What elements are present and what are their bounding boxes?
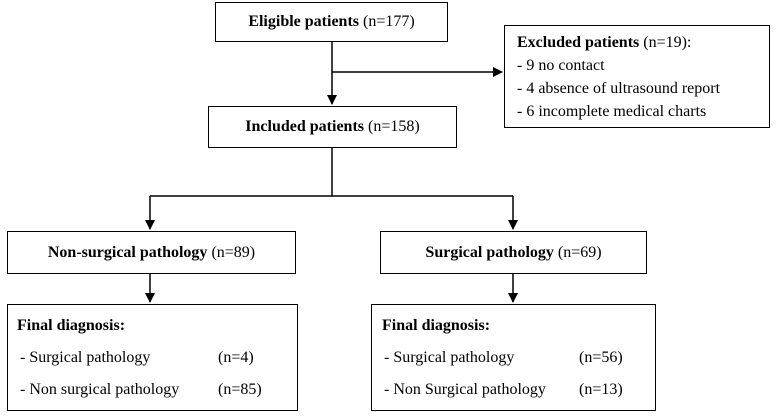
excluded-label: Excluded patients (517, 34, 640, 51)
final-left-row2-count: (n=85) (218, 381, 262, 398)
excluded-count: (n=19): (643, 34, 692, 51)
final-right-row2-count: (n=13) (579, 381, 623, 398)
nonsurgical-pathology-box: Non-surgical pathology (n=89) (7, 231, 296, 274)
surgical-pathology-box: Surgical pathology (n=69) (380, 231, 647, 274)
surgical-count: (n=69) (557, 243, 602, 261)
final-left-row1-count: (n=4) (218, 349, 254, 366)
final-right-row1-label: - Surgical pathology (384, 349, 515, 366)
final-left-title: Final diagnosis: (17, 317, 126, 334)
included-label: Included patients (245, 118, 364, 135)
final-left-row2-label: - Non surgical pathology (20, 381, 180, 398)
final-right-row2-label: - Non Surgical pathology (384, 381, 546, 398)
nonsurgical-count: (n=89) (211, 243, 256, 261)
eligible-count: (n=177) (363, 13, 415, 30)
excluded-patients-box: Excluded patients (n=19): - 9 no contact… (504, 25, 770, 128)
final-left-row1-label: - Surgical pathology (20, 349, 151, 366)
final-diagnosis-right-box: Final diagnosis: - Surgical pathology (n… (371, 304, 656, 411)
included-patients-box: Included patients (n=158) (208, 106, 457, 148)
excluded-item: - 9 no contact (517, 57, 605, 74)
included-count: (n=158) (368, 118, 420, 135)
final-right-title: Final diagnosis: (382, 317, 491, 334)
final-diagnosis-left-box: Final diagnosis: - Surgical pathology (n… (7, 304, 298, 411)
nonsurgical-label: Non-surgical pathology (47, 243, 208, 261)
eligible-label: Eligible patients (248, 13, 359, 30)
surgical-label: Surgical pathology (425, 243, 554, 261)
excluded-item: - 4 absence of ultrasound report (517, 80, 721, 97)
final-right-row1-count: (n=56) (579, 349, 623, 366)
eligible-patients-box: Eligible patients (n=177) (215, 2, 448, 42)
excluded-item: - 6 incomplete medical charts (517, 103, 707, 120)
